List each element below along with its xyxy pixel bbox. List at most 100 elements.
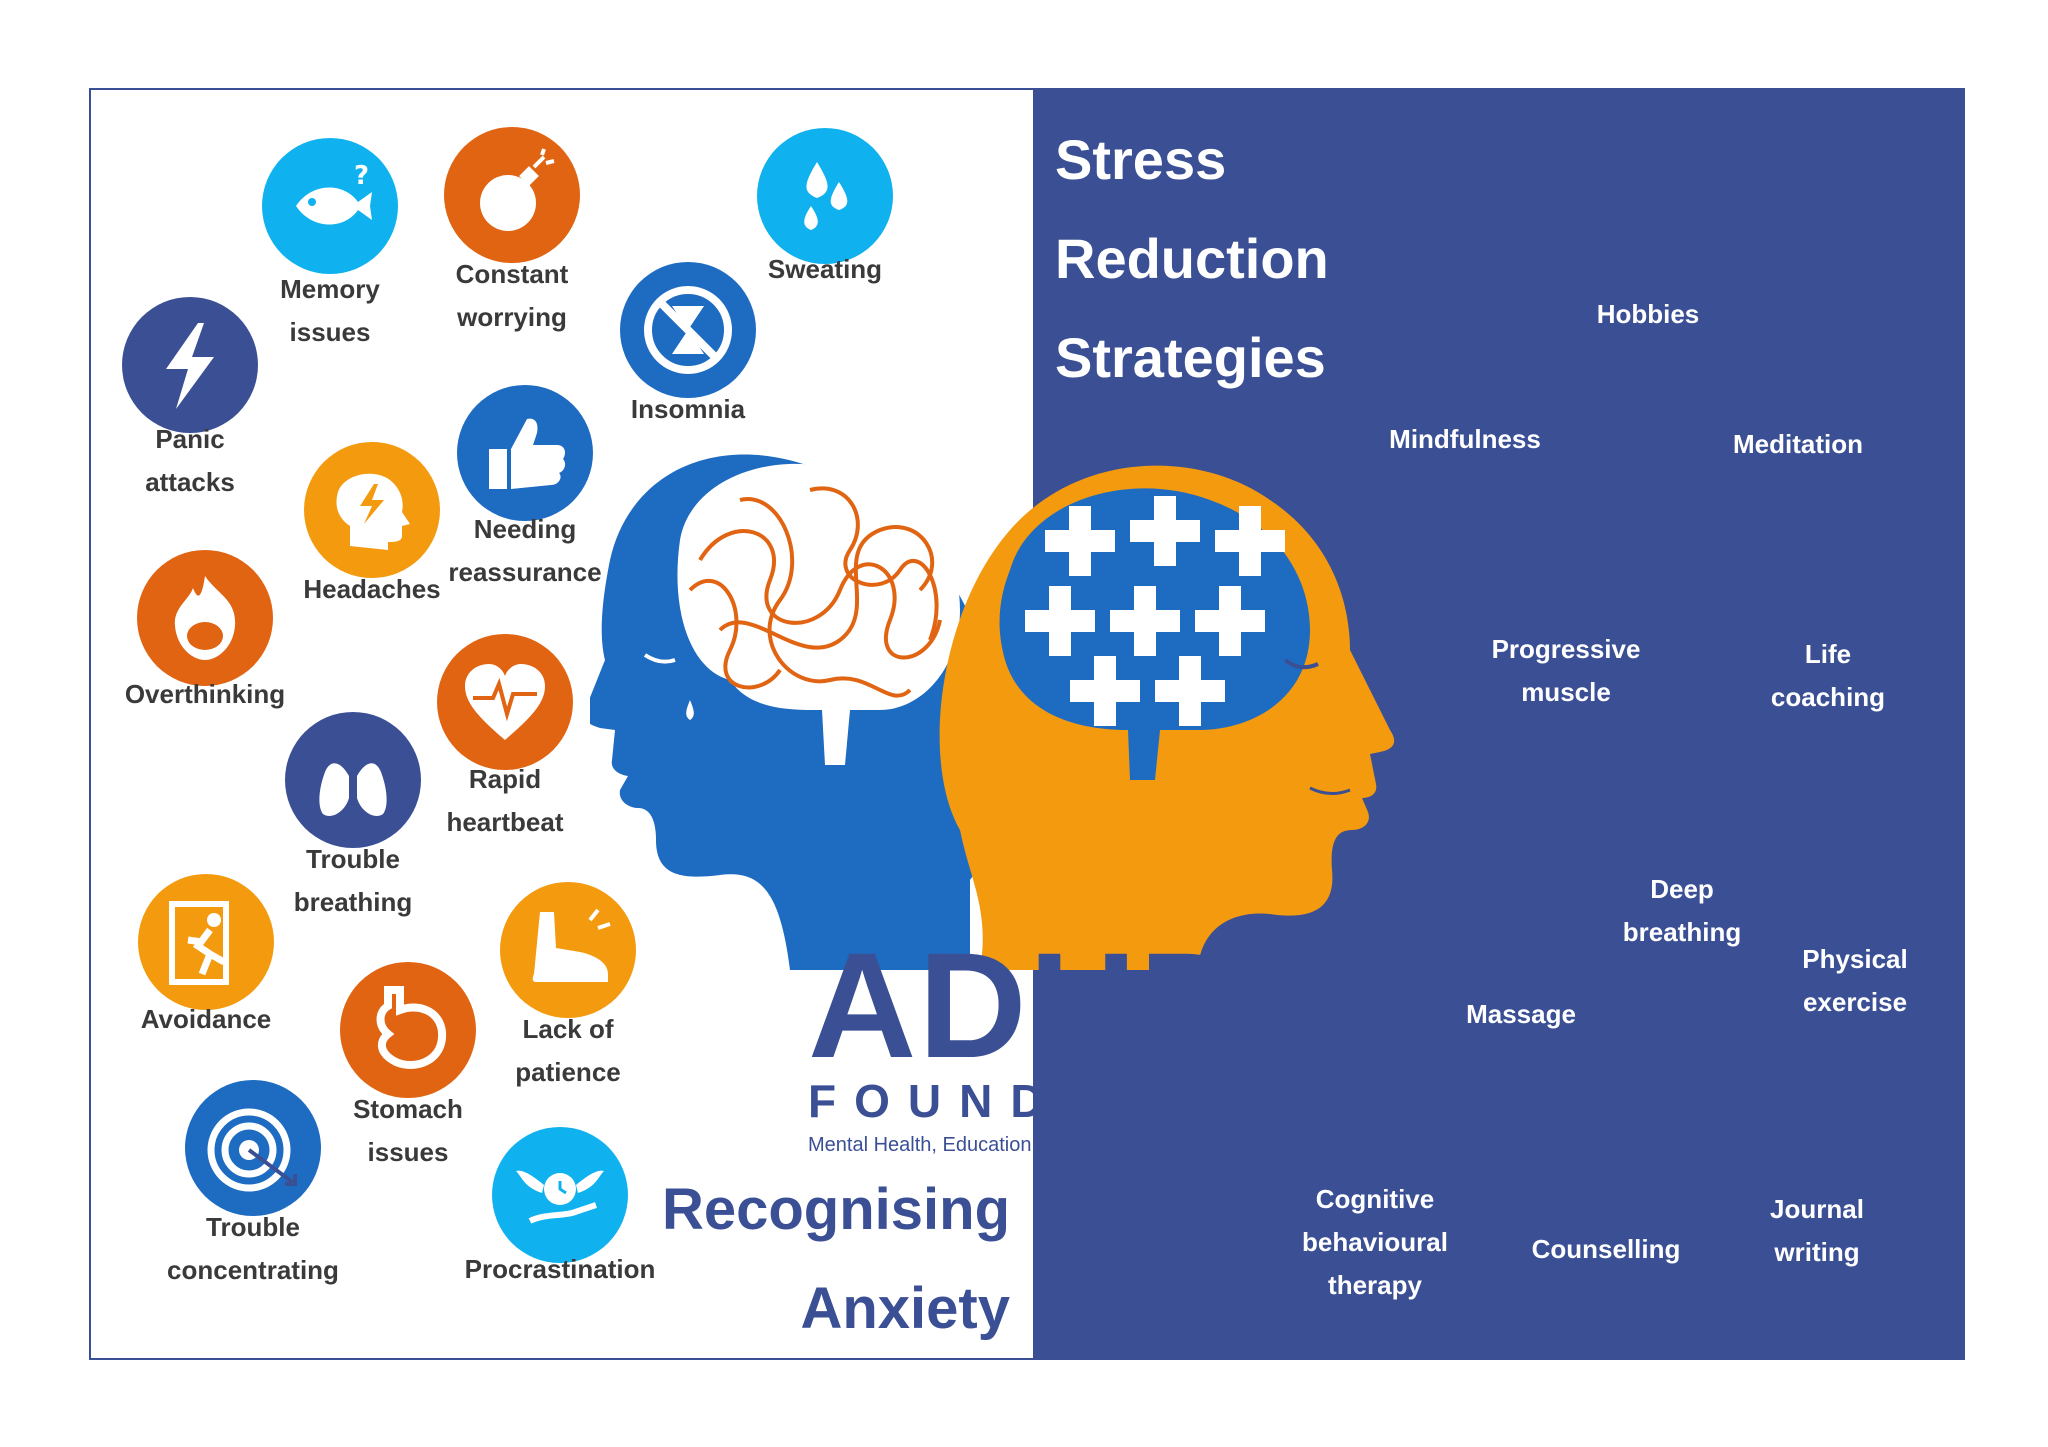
strategy-item: Hobbies xyxy=(1538,171,1758,329)
label-line: Life xyxy=(1804,639,1852,669)
calm-head xyxy=(939,465,1395,970)
svg-text:?: ? xyxy=(354,161,369,191)
label-line: Avoidance xyxy=(140,1004,272,1034)
label-line: Journal xyxy=(1770,1194,1864,1224)
counselling-icon xyxy=(1538,1104,1674,1240)
strategy-label: Mindfulness xyxy=(1355,418,1575,461)
stretching-icon xyxy=(1498,496,1634,632)
title-line: Recognising xyxy=(661,1177,1010,1242)
symptom-item: Stomach issues xyxy=(298,962,518,1167)
burning-brain-icon xyxy=(137,550,273,686)
label-line: breathing xyxy=(1622,917,1742,947)
label-line: issues xyxy=(367,1137,449,1167)
label-line: reassurance xyxy=(448,557,602,587)
label-line: breathing xyxy=(293,887,413,917)
label-line: Stomach xyxy=(353,1094,463,1124)
logo-foundation: FOUNDATION xyxy=(808,1075,1292,1127)
strategy-label: Massage xyxy=(1411,993,1631,1036)
strategy-label: Life coaching xyxy=(1718,633,1938,719)
label-line: Needing xyxy=(473,514,577,544)
strategy-label: Counselling xyxy=(1496,1228,1716,1271)
heartbeat-icon xyxy=(437,634,573,770)
no-hourglass-icon xyxy=(620,262,756,398)
symptom-item: Constant worrying xyxy=(402,127,622,332)
title-line: Strategies xyxy=(1055,326,1326,389)
exit-door-icon xyxy=(138,874,274,1010)
symptom-label: Headaches xyxy=(262,568,482,611)
strategy-item: Life coaching xyxy=(1718,500,1938,712)
strategy-item: Counselling xyxy=(1496,1104,1716,1264)
label-line: Mindfulness xyxy=(1389,424,1541,454)
label-line: Deep xyxy=(1650,874,1714,904)
running-icon xyxy=(1787,815,1923,951)
label-line: Sweating xyxy=(767,254,883,284)
symptom-label: Procrastination xyxy=(450,1248,670,1291)
label-line: patience xyxy=(515,1057,621,1087)
symptom-label: Constant worrying xyxy=(402,253,622,339)
label-line: Trouble xyxy=(206,1212,300,1242)
strategy-label: Deep breathing xyxy=(1572,868,1792,954)
journal-icon xyxy=(1749,1055,1885,1191)
symptom-label: Overthinking xyxy=(95,673,315,716)
symptom-label: Lack of patience xyxy=(458,1008,678,1094)
symptom-item: Sweating xyxy=(715,128,935,284)
label-line: worrying xyxy=(457,302,567,332)
symptom-item: Avoidance xyxy=(96,874,316,1034)
symptom-item: Trouble concentrating xyxy=(143,1080,363,1285)
meditation-icon xyxy=(1730,296,1866,432)
anxious-head xyxy=(590,454,1004,970)
label-line: Constant xyxy=(455,259,569,289)
label-line: Headaches xyxy=(303,574,441,604)
label-line: Meditation xyxy=(1733,429,1863,459)
strategy-item: Massage xyxy=(1411,870,1631,1029)
symptom-item: Panic attacks xyxy=(80,297,300,497)
label-line: coaching xyxy=(1770,682,1886,712)
symptom-item: Lack of patience xyxy=(458,882,678,1087)
label-line: Lack of xyxy=(522,1014,614,1044)
label-line: Hobbies xyxy=(1596,299,1700,329)
label-line: Cognitive xyxy=(1315,1184,1435,1214)
flying-clock-icon xyxy=(492,1127,628,1263)
label-line: concentrating xyxy=(167,1255,339,1285)
symptom-item: Overthinking xyxy=(95,550,315,709)
symptom-item: Insomnia xyxy=(578,262,798,424)
lungs-icon xyxy=(285,712,421,848)
lightning-icon xyxy=(122,297,258,433)
symptom-label: Panic attacks xyxy=(80,418,300,504)
label-line: Panic xyxy=(155,424,225,454)
head-lightning-icon xyxy=(304,442,440,578)
label-line: heartbeat xyxy=(446,807,564,837)
stomach-icon xyxy=(340,962,476,1098)
label-line: Memory xyxy=(280,274,380,304)
label-line: Insomnia xyxy=(630,394,746,424)
therapy-session-icon xyxy=(1307,1050,1443,1186)
strategy-item: Meditation xyxy=(1688,296,1908,459)
shoe-tap-icon xyxy=(500,882,636,1018)
strategy-item: Mindfulness xyxy=(1355,294,1575,454)
label-line: Physical xyxy=(1802,944,1908,974)
symptom-label: Trouble concentrating xyxy=(143,1206,363,1292)
symptom-item: Headaches xyxy=(262,442,482,604)
logo-mark: ADHD xyxy=(808,921,1250,1089)
title-line: Stress xyxy=(1055,128,1227,191)
label-line: therapy xyxy=(1328,1270,1422,1300)
label-line: Progressive xyxy=(1491,634,1641,664)
hobbies-icon xyxy=(1580,171,1716,307)
mindfulness-icon xyxy=(1397,294,1533,430)
thumbs-up-icon xyxy=(457,385,593,521)
logo-tagline: Mental Health, Education and Training Se… xyxy=(808,1134,1230,1156)
label-line: attacks xyxy=(145,467,235,497)
symptom-item: Procrastination xyxy=(450,1127,670,1284)
two-heads-illustration xyxy=(590,454,1395,970)
label-line: Massage xyxy=(1466,999,1576,1029)
bomb-icon xyxy=(444,127,580,263)
